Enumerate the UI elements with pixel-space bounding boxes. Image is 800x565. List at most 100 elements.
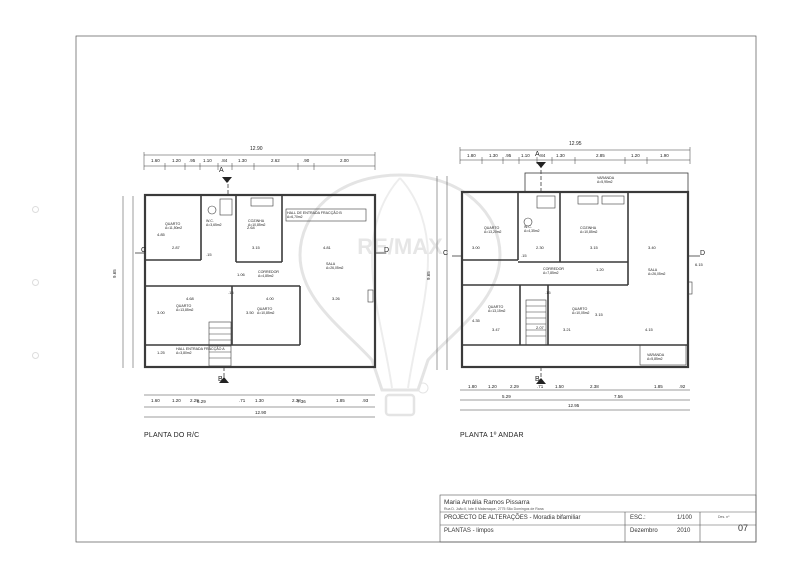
dimension-label: 4.81 xyxy=(323,245,331,250)
dimension-label: 2.38 xyxy=(292,398,301,403)
dimension-label: 1.85 xyxy=(336,398,345,403)
title-block-month: Dezembro xyxy=(630,528,658,534)
binder-hole xyxy=(32,352,39,359)
right-sub-dim-2: 7.56 xyxy=(614,394,623,399)
left-section-d: D xyxy=(384,247,390,254)
right-sub-dim-1: 5.29 xyxy=(502,394,511,399)
right-section-c: C xyxy=(443,250,449,257)
dimension-label: 3.00 xyxy=(472,245,480,250)
room-area: A=3,80m2 xyxy=(176,351,192,355)
left-bottom-overall: 12.90 xyxy=(255,410,267,415)
dimension-label: .15 xyxy=(521,253,527,258)
sheet-frame xyxy=(75,35,757,543)
dimension-label: 1.50 xyxy=(555,384,564,389)
room-area: A=13,20m2 xyxy=(484,230,502,234)
dimension-label: 2.62 xyxy=(271,158,280,163)
room-area: A=26,05m2 xyxy=(648,272,666,276)
dimension-label: .95 xyxy=(189,158,196,163)
room-area: A=5,85m2 xyxy=(647,357,663,361)
room-area: A=13,85m2 xyxy=(176,308,194,312)
dimension-label: 1.30 xyxy=(238,158,247,163)
left-sub-dim-1: 5.29 xyxy=(197,399,206,404)
room-name: QUARTO xyxy=(488,305,504,309)
left-section-c: C xyxy=(141,247,147,254)
room-area: A=10,85m2 xyxy=(248,223,266,227)
dimension-label: .92 xyxy=(679,384,686,389)
dimension-label: 2.64 xyxy=(247,225,255,230)
dimension-label: 6.15 xyxy=(695,262,703,267)
room-area: A=11,50m2 xyxy=(165,226,183,230)
room-area: A=26,05m2 xyxy=(326,266,344,270)
dimension-label: 2.87 xyxy=(172,245,180,250)
dimension-label: 4.00 xyxy=(266,296,274,301)
room-area: A=5,95m2 xyxy=(597,180,613,184)
title-block-project: PROJECTO DE ALTERAÇÕES - Moradia bifamil… xyxy=(444,515,581,521)
left-side-dim: 9.65 xyxy=(112,269,117,278)
dimension-label: 2.00 xyxy=(340,158,349,163)
title-block-year: 2010 xyxy=(677,528,691,534)
dimension-label: 4.68 xyxy=(186,296,194,301)
room-area: A=7,85m2 xyxy=(543,271,559,275)
dimension-label: 1.30 xyxy=(255,398,264,403)
room-name: VARANDA xyxy=(647,353,665,357)
dimension-label: .90 xyxy=(303,158,310,163)
room-area: A=4,85m2 xyxy=(258,274,274,278)
room-name: QUARTO xyxy=(257,307,273,311)
title-block-scale: 1/100 xyxy=(677,515,693,521)
left-sub-dim-2: 7.36 xyxy=(297,399,306,404)
dimension-label: 1.85 xyxy=(654,384,663,389)
dimension-label: 3.15 xyxy=(595,312,603,317)
dimension-label: 4.85 xyxy=(157,232,165,237)
dimension-label: 1.60 xyxy=(151,398,160,403)
right-section-b: B xyxy=(535,376,540,383)
dimension-label: 2.29 xyxy=(190,398,199,403)
room-name: W.C. xyxy=(524,225,532,229)
dimension-label: 1.80 xyxy=(468,384,477,389)
room-area: A=13,15m2 xyxy=(488,309,506,313)
dimension-label: 1.20 xyxy=(596,267,604,272)
title-block-address: Rua D. João II, lote 8 Matarraque, 2775 … xyxy=(444,507,544,511)
room-name: SALA xyxy=(326,262,336,266)
left-section-a: A xyxy=(219,167,224,174)
dimension-label: 2.85 xyxy=(596,153,605,158)
title-block-des-label: Des. nº xyxy=(718,515,730,519)
dimension-label: 3.15 xyxy=(590,245,598,250)
room-name: HALL DE ENTRADA FRACÇÃO B xyxy=(287,211,342,215)
dimension-label: .71 xyxy=(239,398,246,403)
title-block-esc-label: ESC.: xyxy=(630,515,646,521)
title-block xyxy=(439,494,757,543)
binder-hole xyxy=(32,279,39,286)
binder-hole xyxy=(32,206,39,213)
room-name: QUARTO xyxy=(484,226,500,230)
title-block-author: Maria Amália Ramos Pissarra xyxy=(444,499,530,506)
dimension-label: 3.21 xyxy=(563,327,571,332)
room-name: HALL ENTRADA FRACÇÃO A xyxy=(176,347,225,351)
dimension-label: 2.38 xyxy=(590,384,599,389)
right-section-a: A xyxy=(535,151,540,158)
dimension-label: 1.06 xyxy=(237,272,245,277)
right-section-d: D xyxy=(700,250,706,257)
room-name: CORREDOR xyxy=(543,267,564,271)
room-name: QUARTO xyxy=(572,307,588,311)
title-block-sheet-number: 07 xyxy=(738,523,749,533)
dimension-label: .84 xyxy=(221,158,228,163)
dimension-label: .84 xyxy=(539,153,546,158)
room-area: A=10,85m2 xyxy=(257,311,275,315)
left-section-b: B xyxy=(218,376,223,383)
dimension-label: 3.26 xyxy=(332,296,340,301)
dimension-label: 2.29 xyxy=(510,384,519,389)
room-name: W.C. xyxy=(206,219,214,223)
dimension-label: 3.00 xyxy=(157,310,165,315)
dimension-label: .93 xyxy=(362,398,369,403)
room-name: QUARTO xyxy=(176,304,192,308)
dimension-label: .95 xyxy=(505,153,512,158)
left-plan-title: PLANTA DO R/C xyxy=(144,432,200,439)
room-name: QUARTO xyxy=(165,222,181,226)
dimension-label: 1.20 xyxy=(172,398,181,403)
right-side-dim: 9.65 xyxy=(426,271,431,280)
room-area: A=4,35m2 xyxy=(524,229,540,233)
dimension-label: 1.30 xyxy=(489,153,498,158)
dimension-label: 2.07 xyxy=(536,325,544,330)
dimension-label: 3.15 xyxy=(252,245,260,250)
